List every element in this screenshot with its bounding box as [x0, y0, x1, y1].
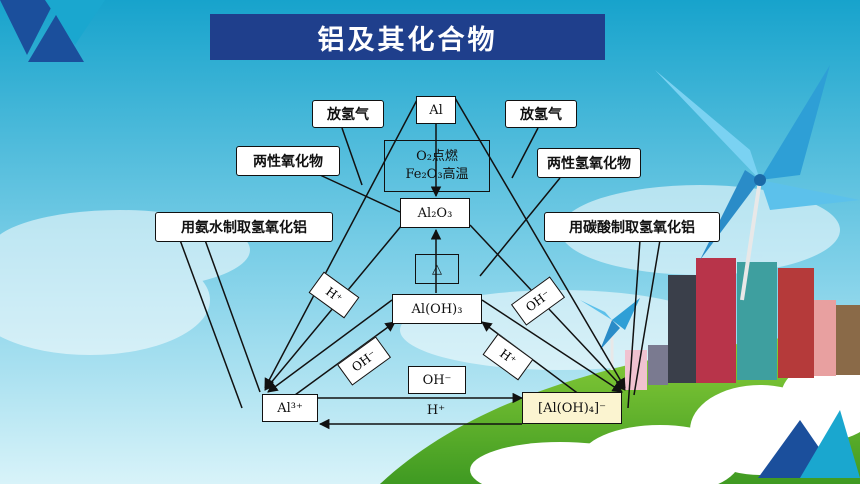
- box-h-bottom: H⁺: [412, 397, 460, 423]
- box-oh-bottom: OH⁻: [408, 366, 466, 394]
- box-conditions: O₂点燃 Fe₂O₃高温: [384, 140, 490, 192]
- callout-text: 用氨水制取氢氧化铝: [181, 220, 307, 236]
- corner-triangle-icon: [758, 410, 860, 478]
- callout-text: 两性氧化物: [253, 154, 323, 170]
- box-heat: △: [415, 254, 459, 284]
- slide-title-bar: 铝及其化合物: [210, 14, 605, 60]
- label-cond-o2: O₂点燃: [416, 149, 458, 164]
- books-icon: [625, 258, 860, 390]
- callout-text: 放氢气: [520, 107, 562, 123]
- callout-amphoteric-hydroxide: 两性氢氧化物: [537, 148, 641, 178]
- label-al2o3: Al₂O₃: [417, 205, 453, 221]
- diagram-connectors: [179, 97, 661, 430]
- box-aloh4: [Al(OH)₄]⁻: [522, 392, 622, 424]
- callout-text: 两性氢氧化物: [547, 156, 631, 172]
- box-al3: Al³⁺: [262, 394, 318, 422]
- label-h-bottom: H⁺: [426, 402, 446, 418]
- label-al: Al: [429, 102, 443, 118]
- slide-title: 铝及其化合物: [317, 24, 498, 56]
- box-al: Al: [416, 96, 456, 124]
- small-pinwheel-icon: [580, 298, 640, 370]
- label-aloh4: [Al(OH)₄]⁻: [538, 400, 606, 416]
- label-cond-fe2o3: Fe₂O₃高温: [405, 167, 469, 182]
- label-oh-bottom: OH⁻: [422, 372, 452, 388]
- triangle-logo-icon: [0, 0, 105, 62]
- callout-ammonia: 用氨水制取氢氧化铝: [155, 212, 333, 242]
- label-h-left: H⁺: [323, 284, 345, 306]
- heat-icon: △: [432, 261, 442, 277]
- label-aloh3: Al(OH)₃: [411, 301, 463, 317]
- box-al2o3: Al₂O₃: [400, 198, 470, 228]
- label-h-right-low: H⁺: [497, 346, 519, 368]
- callout-hydrogen-left: 放氢气: [312, 100, 384, 128]
- callout-text: 放氢气: [327, 107, 369, 123]
- box-aloh3: Al(OH)₃: [392, 294, 482, 324]
- callout-text: 用碳酸制取氢氧化铝: [569, 220, 695, 236]
- label-al3: Al³⁺: [277, 400, 303, 416]
- callout-carbonic: 用碳酸制取氢氧化铝: [544, 212, 720, 242]
- callout-hydrogen-right: 放氢气: [505, 100, 577, 128]
- pinwheel-icon: [655, 65, 860, 301]
- callout-amphoteric-oxide: 两性氧化物: [236, 146, 340, 176]
